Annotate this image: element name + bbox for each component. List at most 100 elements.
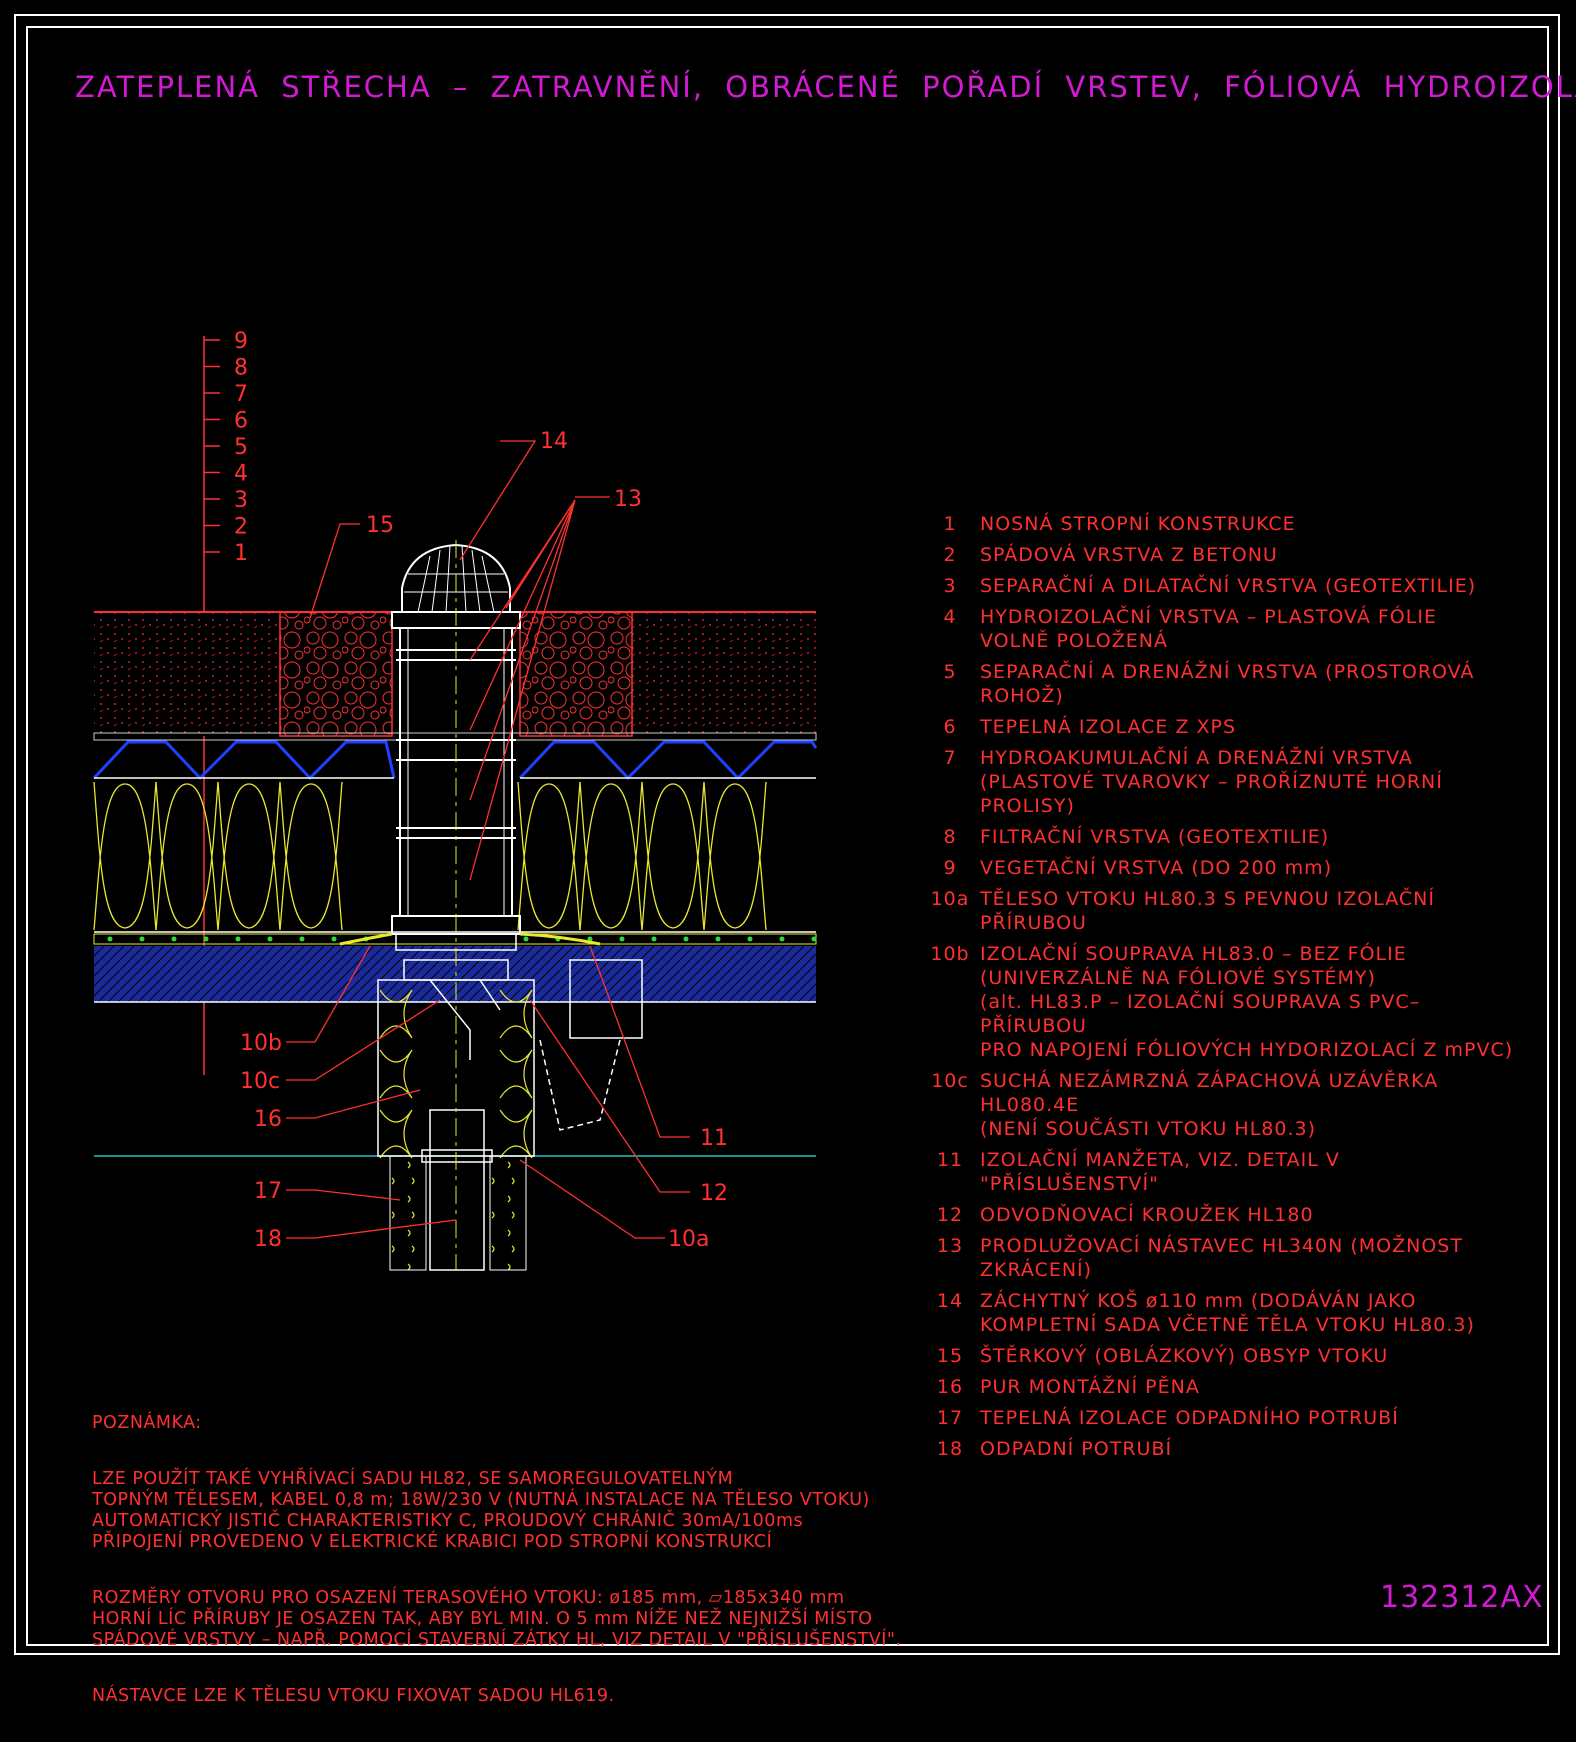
callout-10b: 10b [240,1031,282,1056]
legend-text: SUCHÁ NEZÁMRZNÁ ZÁPACHOVÁ UZÁVĚRKA HL080… [980,1070,1439,1140]
legend-text: SEPARAČNÍ A DILATAČNÍ VRSTVA (GEOTEXTILI… [980,575,1477,597]
legend-row: 2 SPÁDOVÁ VRSTVA Z BETONU [920,543,1520,567]
note-block: POZNÁMKA: LZE POUŽÍT TAKÉ VYHŘÍVACÍ SADU… [92,1392,952,1742]
membrane-dot [715,936,721,942]
legend-row: 12 ODVODŇOVACÍ KROUŽEK HL180 [920,1203,1520,1227]
membrane-dot [683,936,689,942]
legend-number: 12 [936,1204,964,1226]
legend-number: 10b [930,943,970,965]
legend-text: SPÁDOVÁ VRSTVA Z BETONU [980,544,1278,566]
pur-foam-loop [379,1049,413,1099]
legend-number: 3 [943,575,957,597]
xps-loop [279,781,343,931]
legend-text: VEGETAČNÍ VRSTVA (DO 200 mm) [980,857,1333,879]
inner-frame [26,26,1549,1646]
membrane-dot [203,936,209,942]
legend-text: ODPADNÍ POTRUBÍ [980,1438,1173,1460]
outer-frame [14,14,1560,1655]
legend-text: PRODLUŽOVACÍ NÁSTAVEC HL340N (MOŽNOST ZK… [980,1235,1463,1281]
callout-10a: 10a [668,1227,709,1252]
scale-tick-label: 4 [234,462,248,487]
membrane-dot [651,936,657,942]
legend-number: 10c [931,1070,969,1092]
legend-number: 10a [930,888,970,910]
leader-lines [286,440,690,1239]
legend-text: IZOLAČNÍ SOUPRAVA HL83.0 – BEZ FÓLIE (UN… [980,943,1514,1061]
legend-row: 5 SEPARAČNÍ A DRENÁŽNÍ VRSTVA (PROSTOROVÁ… [920,660,1520,708]
membrane-dot [587,936,593,942]
callout-11: 11 [700,1126,728,1151]
callout-labels: 14 13 15 10b 10c 16 17 18 11 12 10a [240,429,728,1252]
roof-drain [339,540,643,1271]
note-heading: POZNÁMKA: [92,1413,202,1433]
legend-row: 18 ODPADNÍ POTRUBÍ [920,1437,1520,1461]
callout-18: 18 [254,1227,282,1252]
membrane-dot [171,936,177,942]
note-paragraph-3: NÁSTAVCE LZE K TĚLESU VTOKU FIXOVAT SADO… [92,1686,615,1706]
legend-text: IZOLAČNÍ MANŽETA, VIZ. DETAIL V "PŘÍSLUŠ… [980,1149,1340,1195]
roof-layers [92,611,818,1157]
legend-number: 18 [936,1438,964,1460]
legend-text: HYDROAKUMULAČNÍ A DRENÁŽNÍ VRSTVA (PLAST… [980,747,1443,817]
xps-loop [579,781,643,931]
scale-tick-label: 3 [234,488,248,513]
xps-loop [93,781,157,931]
callout-15: 15 [366,513,394,538]
legend-number: 11 [936,1149,964,1171]
legend-row: 10b IZOLAČNÍ SOUPRAVA HL83.0 – BEZ FÓLIE … [920,942,1520,1062]
xps-loop [641,781,705,931]
legend-number: 4 [943,606,957,628]
legend-text: PUR MONTÁŽNÍ PĚNA [980,1376,1200,1398]
legend-row: 10c SUCHÁ NEZÁMRZNÁ ZÁPACHOVÁ UZÁVĚRKA HL… [920,1069,1520,1141]
scale-tick-label: 7 [234,382,248,407]
membrane-dot [299,936,305,942]
scale-tick-label: 2 [234,515,248,540]
legend-text: ODVODŇOVACÍ KROUŽEK HL180 [980,1204,1314,1226]
legend-text: SEPARAČNÍ A DRENÁŽNÍ VRSTVA (PROSTOROVÁ … [980,661,1475,707]
legend-text: ZÁCHYTNÝ KOŠ ø110 mm (DODÁVÁN JAKO KOMPL… [980,1290,1475,1336]
legend-number: 5 [943,661,957,683]
membrane-dot [139,936,145,942]
membrane-dot [619,936,625,942]
legend-row: 14 ZÁCHYTNÝ KOŠ ø110 mm (DODÁVÁN JAKO KOM… [920,1289,1520,1337]
callout-16: 16 [254,1107,282,1132]
legend-row: 9 VEGETAČNÍ VRSTVA (DO 200 mm) [920,856,1520,880]
legend-number: 14 [936,1290,964,1312]
legend-number: 2 [943,544,957,566]
membrane-dot [331,936,337,942]
xps-loop [517,781,581,931]
callout-13: 13 [614,487,642,512]
legend-row: 13 PRODLUŽOVACÍ NÁSTAVEC HL340N (MOŽNOST … [920,1234,1520,1282]
note-paragraph-1: LZE POUŽÍT TAKÉ VYHŘÍVACÍ SADU HL82, SE … [92,1469,870,1552]
drawing-title: ZATEPLENÁ STŘECHA – ZATRAVNĚNÍ, OBRÁCENÉ… [75,70,1576,104]
scale-tick-label: 1 [234,541,248,566]
pur-foam-loop [499,1109,533,1159]
callout-17: 17 [254,1179,282,1204]
legend-row: 3 SEPARAČNÍ A DILATAČNÍ VRSTVA (GEOTEXTIL… [920,574,1520,598]
legend-text: TEPELNÁ IZOLACE ODPADNÍHO POTRUBÍ [980,1407,1399,1429]
scale-tick-label: 6 [234,409,248,434]
membrane-dot [523,936,529,942]
note-paragraph-2: ROZMĚRY OTVORU PRO OSAZENÍ TERASOVÉHO VT… [92,1588,902,1650]
membrane-dot [107,936,113,942]
scale-tick-label: 5 [234,435,248,460]
legend-text: NOSNÁ STROPNÍ KONSTRUKCE [980,513,1296,535]
scale-tick-label: 9 [234,329,248,354]
pur-foam-loop [379,989,413,1039]
legend-text: TEPELNÁ IZOLACE Z XPS [980,716,1237,738]
legend-text: ŠTĚRKOVÝ (OBLÁZKOVÝ) OBSYP VTOKU [980,1345,1389,1367]
legend-number: 9 [943,857,957,879]
xps-loop [217,781,281,931]
legend-number: 13 [936,1235,964,1257]
